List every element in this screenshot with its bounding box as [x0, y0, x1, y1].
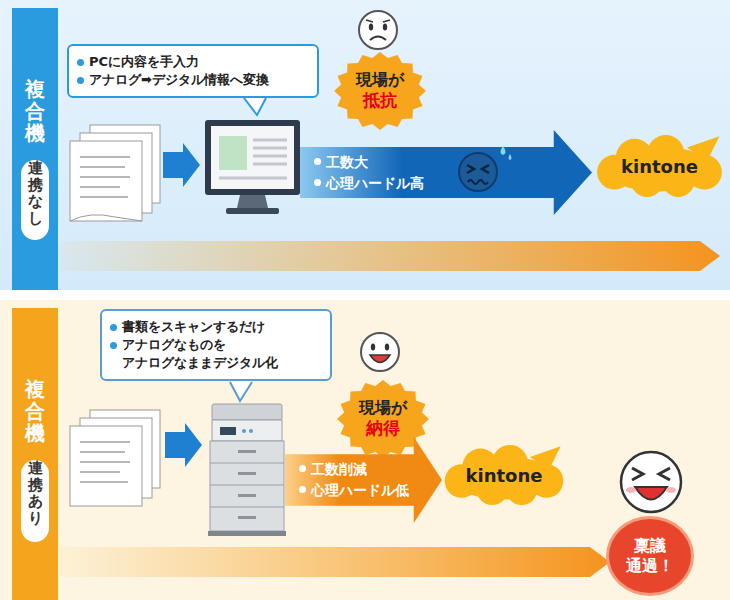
kintone-cloud: kintone — [445, 445, 563, 505]
burst-shape — [334, 52, 426, 130]
arrow-shape — [300, 130, 592, 215]
laughing-face — [621, 452, 681, 512]
bullet-dot — [110, 324, 117, 331]
callout-pointer — [244, 96, 266, 115]
node-content: 工数削減心理ハードル低 — [285, 437, 442, 523]
paper-stack — [70, 410, 160, 506]
node-content: kintone — [445, 445, 563, 505]
node-content: kintone — [597, 135, 722, 197]
happy-face — [361, 333, 399, 371]
callout-pointer — [230, 380, 252, 401]
burst-text: 抵抗 — [363, 90, 397, 111]
callout-text: PCに内容を手入力 — [89, 53, 199, 71]
paper-stack — [70, 125, 160, 221]
circle-text: 稟議 通過！ — [624, 536, 677, 576]
pill-text: 連携あり — [28, 460, 43, 526]
pill-text: 連携なし — [28, 160, 43, 226]
label-band: 複合機連携あり — [12, 308, 58, 600]
bullet-row: アナログ➡デジタル情報へ変換 — [77, 71, 269, 89]
bullet-row: 書類をスキャンするだけ — [110, 318, 265, 336]
burst-text: 現場が — [359, 398, 407, 418]
bullet-dot — [314, 179, 321, 186]
top-panel — [0, 0, 730, 290]
process-arrow: 工数大心理ハードル高 — [300, 130, 592, 215]
arrow-text: 工数大 — [326, 152, 368, 173]
reaction-burst: 現場が抵抗 — [334, 52, 426, 130]
process-arrow: 工数削減心理ハードル低 — [285, 437, 442, 523]
node-content: 書類をスキャンするだけアナログなものを アナログなままデジタル化 — [102, 311, 330, 379]
arrow-shape — [285, 437, 442, 523]
arrow-outline — [300, 130, 592, 215]
label-band: 複合機連携なし — [12, 8, 58, 290]
bottom-panel — [0, 300, 730, 600]
node-content: 連携あり — [21, 460, 49, 542]
flow-arrow — [163, 143, 200, 187]
cloud-text: kintone — [621, 156, 698, 177]
bullet-dot — [299, 465, 306, 472]
node-content: 稟議 通過！ — [609, 519, 691, 593]
node-content: PCに内容を手入力アナログ➡デジタル情報へ変換 — [69, 46, 317, 96]
bullet-dot — [77, 77, 84, 84]
monitor — [205, 120, 300, 214]
arrow-text: 工数削減 — [311, 459, 367, 480]
bullet-dot — [77, 59, 84, 66]
burst-text: 現場が — [356, 70, 404, 90]
multifunction-printer — [208, 404, 286, 536]
status-pill: 連携あり — [21, 460, 49, 542]
bullet-row: 工数削減 — [299, 459, 367, 480]
bullet-row: PCに内容を手入力 — [77, 53, 199, 71]
progress-arrow — [60, 241, 720, 271]
node-content: 工数大心理ハードル高 — [300, 130, 592, 215]
flow-arrow — [165, 423, 202, 467]
sweating-face — [459, 146, 512, 191]
arrow-text: 心理ハードル高 — [326, 173, 424, 194]
bullet-dot — [314, 158, 321, 165]
callout-text: 書類をスキャンするだけ — [122, 318, 265, 336]
bullet-row: 心理ハードル高 — [314, 173, 424, 194]
kintone-cloud: kintone — [597, 135, 722, 197]
callout-box: 書類をスキャンするだけアナログなものを アナログなままデジタル化 — [100, 309, 332, 381]
band-text: 複合機 — [25, 378, 45, 444]
cloud-shape — [445, 445, 564, 505]
bullet-row: 心理ハードル低 — [299, 480, 409, 501]
node-content: 複合機 — [12, 8, 58, 290]
callout-text: アナログなものを アナログなままデジタル化 — [122, 336, 322, 372]
approval-circle: 稟議 通過！ — [606, 516, 694, 596]
cloud-text: kintone — [466, 465, 543, 486]
bullet-row: 工数大 — [314, 152, 368, 173]
callout-box: PCに内容を手入力アナログ➡デジタル情報へ変換 — [67, 44, 319, 98]
bullet-dot — [110, 342, 117, 349]
cloud-shape — [597, 135, 722, 197]
node-content: 現場が抵抗 — [334, 52, 426, 130]
bullet-row: アナログなものを アナログなままデジタル化 — [110, 336, 322, 372]
node-content: 複合機 — [12, 308, 58, 600]
arrow-text: 心理ハードル低 — [311, 480, 409, 501]
sad-face — [359, 11, 397, 49]
node-content: 連携なし — [21, 160, 49, 240]
arrow-outline — [285, 437, 442, 523]
status-pill: 連携なし — [21, 160, 49, 240]
burst-text: 納得 — [366, 418, 400, 439]
progress-arrow — [60, 547, 610, 577]
callout-text: アナログ➡デジタル情報へ変換 — [89, 71, 269, 89]
bullet-dot — [299, 486, 306, 493]
band-text: 複合機 — [25, 78, 45, 144]
